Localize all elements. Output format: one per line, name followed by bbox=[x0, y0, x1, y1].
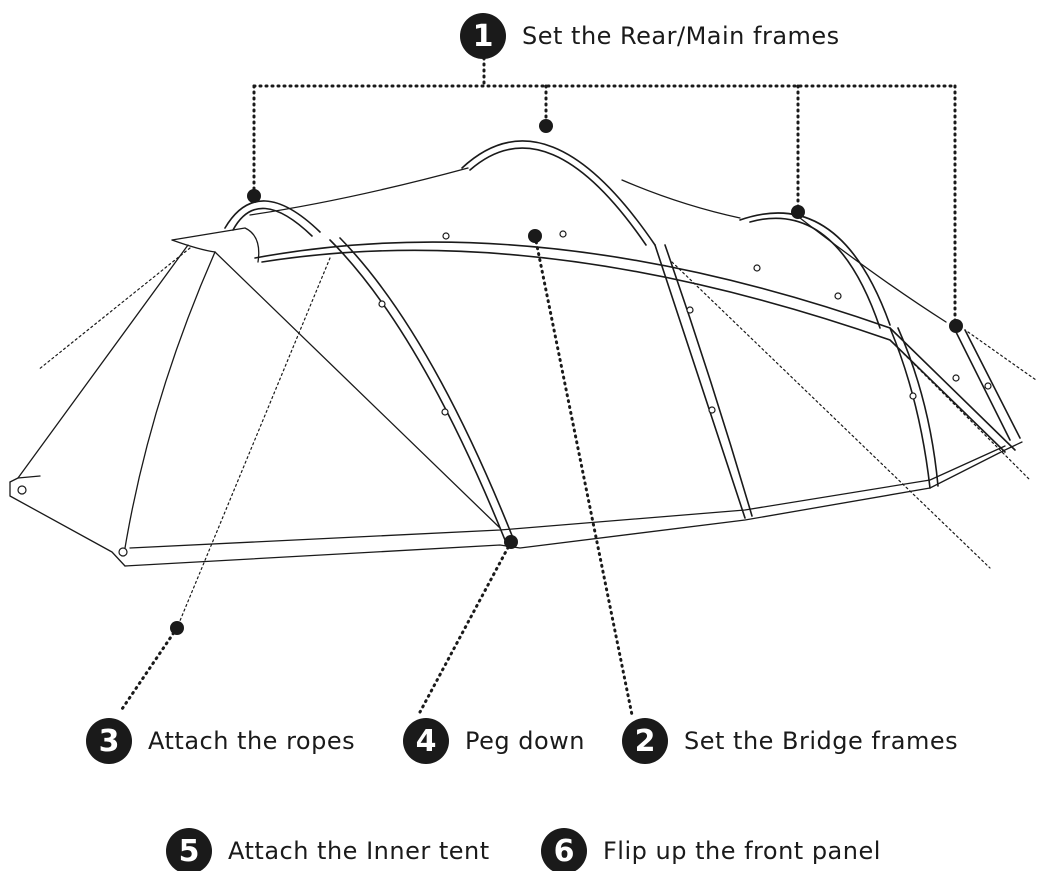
clip bbox=[909, 392, 917, 400]
clip bbox=[834, 292, 842, 300]
clip bbox=[559, 230, 567, 238]
tent-body bbox=[9, 167, 1023, 567]
ground-left-corner bbox=[9, 475, 41, 483]
marker-dot-bridge-frame bbox=[528, 229, 542, 243]
leader-4 bbox=[418, 540, 513, 714]
step-4-badge: 4 bbox=[403, 718, 449, 764]
small-frame-outer bbox=[954, 329, 1011, 441]
guy-rope-right-long bbox=[671, 261, 991, 569]
clip bbox=[442, 232, 450, 240]
rear-awning-edge bbox=[171, 239, 216, 253]
step-5-text: Attach the Inner tent bbox=[228, 837, 490, 865]
step-3-badge: 3 bbox=[86, 718, 132, 764]
clip bbox=[753, 264, 761, 272]
bridge-frame-outer bbox=[254, 241, 1016, 451]
marker-dot-rope bbox=[170, 621, 184, 635]
main-pole-front-inner bbox=[339, 237, 514, 539]
step-3-text: Attach the ropes bbox=[148, 727, 356, 755]
guy-rope-right-upper bbox=[967, 331, 1037, 381]
main-arch-leg-outer bbox=[654, 244, 746, 519]
step-5-label: 5 Attach the Inner tent bbox=[166, 828, 490, 871]
ground-inner bbox=[129, 445, 1006, 549]
step-2-badge: 2 bbox=[622, 718, 668, 764]
small-frame-inner bbox=[964, 329, 1021, 439]
step-2-text: Set the Bridge frames bbox=[684, 727, 959, 755]
rear-frame-outer bbox=[224, 200, 321, 233]
step-1-text: Set the Rear/Main frames bbox=[522, 22, 840, 50]
main-arch-leg-inner bbox=[664, 244, 753, 517]
guy-ropes bbox=[37, 247, 1037, 629]
pole-clips bbox=[17, 230, 992, 557]
clip bbox=[686, 306, 694, 314]
step-5-badge: 5 bbox=[166, 828, 212, 871]
rear-frame-inner bbox=[232, 207, 313, 237]
step-6-badge: 6 bbox=[541, 828, 587, 871]
rear-arch-outer bbox=[739, 212, 891, 326]
step-6-label: 6 Flip up the front panel bbox=[541, 828, 881, 871]
clip bbox=[378, 300, 386, 308]
marker-dot-rear-frame bbox=[247, 189, 261, 203]
rear-panel-edge bbox=[17, 244, 189, 479]
step-3-label: 3 Attach the ropes bbox=[86, 718, 355, 764]
guy-rope-left bbox=[37, 247, 191, 371]
leader-2 bbox=[533, 234, 634, 717]
step-1-label: 1 Set the Rear/Main frames bbox=[460, 13, 840, 59]
marker-dots bbox=[170, 119, 963, 635]
main-arch-outer bbox=[461, 140, 656, 246]
top-fabric-mid bbox=[621, 179, 741, 219]
marker-dot-far-right-frame bbox=[949, 319, 963, 333]
front-door-edge bbox=[124, 251, 216, 549]
clip bbox=[441, 408, 449, 416]
guy-rope-front bbox=[176, 257, 331, 629]
step-4-label: 4 Peg down bbox=[403, 718, 585, 764]
rear-arch-leg-inner bbox=[897, 327, 939, 487]
ground-left bbox=[9, 481, 126, 567]
bridge-frame-inner bbox=[261, 249, 1006, 453]
rear-arch-inner bbox=[749, 217, 881, 329]
door-diagonal bbox=[214, 251, 501, 529]
clip bbox=[708, 406, 716, 414]
marker-dot-peg bbox=[504, 535, 518, 549]
marker-dot-main-frame bbox=[539, 119, 553, 133]
step-2-label: 2 Set the Bridge frames bbox=[622, 718, 958, 764]
clip bbox=[952, 374, 960, 382]
marker-dot-rear-right-frame bbox=[791, 205, 805, 219]
ground-bottom bbox=[124, 441, 1023, 567]
leader-lines bbox=[118, 56, 957, 717]
peg-loop bbox=[17, 485, 27, 495]
step-1-badge: 1 bbox=[460, 13, 506, 59]
clip bbox=[984, 382, 992, 390]
rear-arch-leg-outer bbox=[889, 327, 931, 489]
leader-3 bbox=[118, 626, 179, 714]
main-arch-inner bbox=[469, 147, 647, 246]
frames bbox=[224, 140, 1021, 541]
main-pole-front-outer bbox=[329, 239, 506, 541]
peg-loop bbox=[118, 547, 128, 557]
step-6-text: Flip up the front panel bbox=[603, 837, 881, 865]
top-fabric-left bbox=[249, 167, 469, 216]
step-4-text: Peg down bbox=[465, 727, 586, 755]
